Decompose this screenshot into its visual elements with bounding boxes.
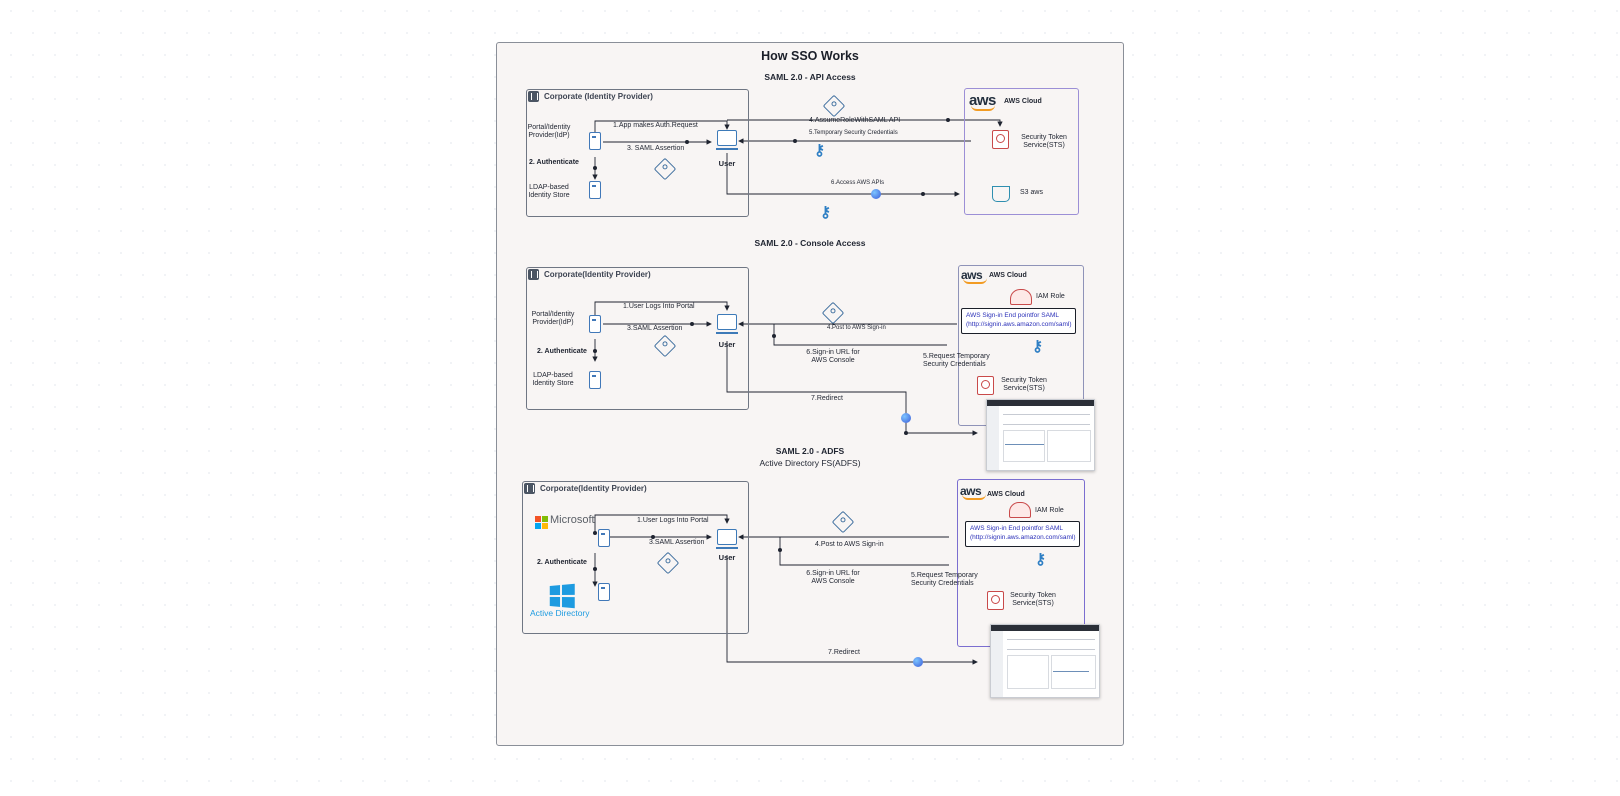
store-label-1: LDAP-based Identity Store bbox=[528, 184, 570, 200]
device-icon bbox=[598, 583, 610, 601]
iam-label-3: IAM Role bbox=[1035, 507, 1064, 514]
windows-logo bbox=[549, 583, 575, 609]
active-directory-label: Active Directory bbox=[530, 608, 590, 618]
connector-node bbox=[913, 657, 923, 667]
step6-label-3: 6.Sign-in URL for AWS Console bbox=[806, 570, 860, 586]
device-icon bbox=[589, 181, 601, 199]
corp-header-3: Corporate(Identity Provider) bbox=[524, 483, 647, 494]
step4-label-1: 4.AssumeRoleWithSAML API bbox=[809, 117, 901, 124]
step5-label-3: 5.Request Temporary Security Credentials bbox=[911, 572, 978, 588]
aws-logo: aws bbox=[960, 484, 987, 500]
step4-label-3: 4.Post to AWS Sign-in bbox=[815, 541, 884, 548]
endpoint-line-1: AWS Sign-in End pointfor SAML bbox=[966, 312, 1059, 319]
authenticate-2: 2. Authenticate bbox=[537, 348, 587, 355]
sts-icon bbox=[987, 591, 1004, 610]
page-title: How SSO Works bbox=[761, 49, 859, 63]
sts-label-1: Security Token Service(STS) bbox=[1021, 134, 1067, 150]
user-label-1: User bbox=[718, 159, 736, 168]
computer-icon bbox=[716, 314, 738, 334]
corp-box-1 bbox=[526, 89, 749, 217]
key-icon: ⚷ bbox=[814, 142, 825, 159]
key-icon: ⚷ bbox=[820, 204, 831, 221]
aws-cloud-label-2: AWS Cloud bbox=[989, 272, 1027, 279]
step3-label-3: 3.SAML Assertion bbox=[649, 539, 705, 546]
microsoft-logo bbox=[535, 516, 548, 529]
sts-icon bbox=[977, 376, 994, 395]
device-icon bbox=[589, 315, 601, 333]
corp-header-label: Corporate (Identity Provider) bbox=[544, 92, 653, 101]
saml-endpoint-box-3: AWS Sign-in End pointfor SAML (http://si… bbox=[965, 521, 1081, 547]
store-label-2: LDAP-based Identity Store bbox=[532, 372, 574, 388]
authenticate-1: 2. Authenticate bbox=[529, 159, 579, 166]
iam-label-2: IAM Role bbox=[1036, 293, 1065, 300]
aws-logo: aws bbox=[969, 92, 996, 111]
endpoint-line-2: (http://signin.aws.amazon.com/saml) bbox=[970, 533, 1076, 541]
portal-label-2: Portal/Identity Provider(IdP) bbox=[531, 311, 575, 327]
microsoft-label: Microsoft bbox=[550, 514, 595, 526]
section-1-subtitle: SAML 2.0 - API Access bbox=[764, 72, 856, 82]
aws-logo: aws bbox=[961, 268, 988, 284]
portal-label-1: Portal/Identity Provider(IdP) bbox=[527, 124, 571, 140]
console-screenshot bbox=[990, 624, 1100, 698]
device-icon bbox=[589, 132, 601, 150]
building-icon bbox=[528, 91, 539, 102]
step7-label-3: 7.Redirect bbox=[828, 649, 860, 656]
corp-box-2 bbox=[526, 267, 749, 410]
user-label-2: User bbox=[718, 340, 736, 349]
device-icon bbox=[598, 529, 610, 547]
step7-label-2: 7.Redirect bbox=[811, 395, 843, 402]
step1-label-3: 1.User Logs Into Portal bbox=[637, 517, 709, 524]
step1-label-2: 1.User Logs Into Portal bbox=[623, 303, 695, 310]
computer-icon bbox=[716, 130, 738, 150]
iam-helmet-icon bbox=[1010, 289, 1032, 305]
computer-icon bbox=[716, 529, 738, 549]
connector-node bbox=[871, 189, 881, 199]
step3-label-2: 3.SAML Assertion bbox=[627, 325, 683, 332]
corp-header-label: Corporate(Identity Provider) bbox=[540, 484, 647, 493]
sts-label-3: Security Token Service(STS) bbox=[1010, 592, 1056, 608]
endpoint-line-1: AWS Sign-in End pointfor SAML bbox=[970, 525, 1063, 532]
step6-label-2: 6.Sign-in URL for AWS Console bbox=[806, 349, 860, 365]
s3-label: S3 aws bbox=[1020, 189, 1043, 196]
key-icon: ⚷ bbox=[1035, 551, 1046, 568]
device-icon bbox=[589, 371, 601, 389]
corp-header-1: Corporate (Identity Provider) bbox=[528, 91, 653, 102]
corp-box-3 bbox=[522, 481, 749, 634]
diagram-frame: How SSO Works SAML 2.0 - API Access Corp… bbox=[496, 42, 1124, 746]
section-3-subtitle: SAML 2.0 - ADFS bbox=[775, 446, 845, 456]
s3-bucket-icon bbox=[992, 186, 1010, 202]
sts-icon bbox=[992, 130, 1009, 149]
console-screenshot bbox=[986, 399, 1095, 471]
user-label-3: User bbox=[718, 553, 736, 562]
step5-label-2: 5.Request Temporary Security Credentials bbox=[923, 353, 990, 369]
building-icon bbox=[524, 483, 535, 494]
endpoint-line-2: (http://signin.aws.amazon.com/saml) bbox=[966, 320, 1072, 328]
building-icon bbox=[528, 269, 539, 280]
authenticate-3: 2. Authenticate bbox=[537, 559, 587, 566]
aws-cloud-label-1: AWS Cloud bbox=[1004, 98, 1042, 105]
connector-lines bbox=[592, 118, 1003, 665]
iam-helmet-icon bbox=[1009, 502, 1031, 518]
section-3-subtitle-2: Active Directory FS(ADFS) bbox=[759, 458, 861, 468]
step4-label-2: 4.Post to AWS Sign-in bbox=[827, 325, 886, 331]
aws-cloud-label-3: AWS Cloud bbox=[987, 491, 1025, 498]
sts-label-2: Security Token Service(STS) bbox=[1001, 377, 1047, 393]
section-2-subtitle: SAML 2.0 - Console Access bbox=[754, 238, 866, 248]
saml-endpoint-box-2: AWS Sign-in End pointfor SAML (http://si… bbox=[961, 308, 1077, 334]
step3-label-1: 3. SAML Assertion bbox=[627, 145, 685, 152]
connector-node bbox=[901, 413, 911, 423]
corp-header-2: Corporate(Identity Provider) bbox=[528, 269, 651, 280]
corp-header-label: Corporate(Identity Provider) bbox=[544, 270, 651, 279]
aws-cloud-box-1 bbox=[964, 88, 1079, 215]
step1-label-1: 1.App makes Auth.Request bbox=[613, 122, 698, 129]
key-icon: ⚷ bbox=[1032, 338, 1043, 355]
step5-label-1: 5.Temporary Security Credentials bbox=[809, 130, 898, 136]
step6-label-1: 6.Access AWS APIs bbox=[831, 180, 885, 186]
